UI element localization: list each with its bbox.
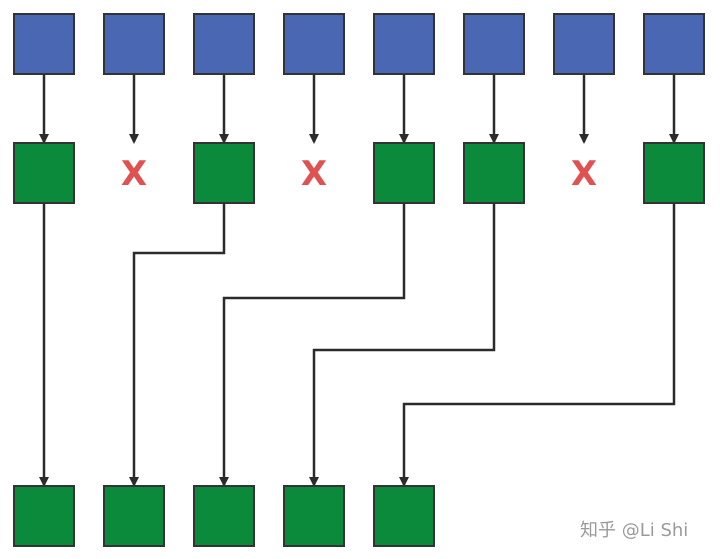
kept-box-5 [373, 142, 435, 204]
output-box-1 [13, 485, 75, 547]
kept-box-1 [13, 142, 75, 204]
source-box-8 [643, 13, 705, 75]
edges [39, 74, 679, 487]
output-box-4 [283, 485, 345, 547]
source-box-1 [13, 13, 75, 75]
source-box-7 [553, 13, 615, 75]
output-box-2 [103, 485, 165, 547]
drop-mark-7: X [571, 154, 597, 194]
source-box-5 [373, 13, 435, 75]
output-box-5 [373, 485, 435, 547]
source-box-6 [463, 13, 525, 75]
kept-box-8 [643, 142, 705, 204]
source-box-3 [193, 13, 255, 75]
watermark: 知乎 @Li Shi [580, 520, 689, 541]
source-box-2 [103, 13, 165, 75]
route-8-to-output-5 [399, 203, 676, 487]
nodes [13, 13, 705, 547]
output-box-3 [193, 485, 255, 547]
route-6-to-output-4 [309, 203, 496, 487]
kept-box-6 [463, 142, 525, 204]
route-3-to-output-2 [129, 203, 226, 487]
drop-mark-4: X [301, 154, 327, 194]
route-5-to-output-3 [219, 203, 406, 487]
kept-box-3 [193, 142, 255, 204]
source-box-4 [283, 13, 345, 75]
drop-mark-2: X [121, 154, 147, 194]
